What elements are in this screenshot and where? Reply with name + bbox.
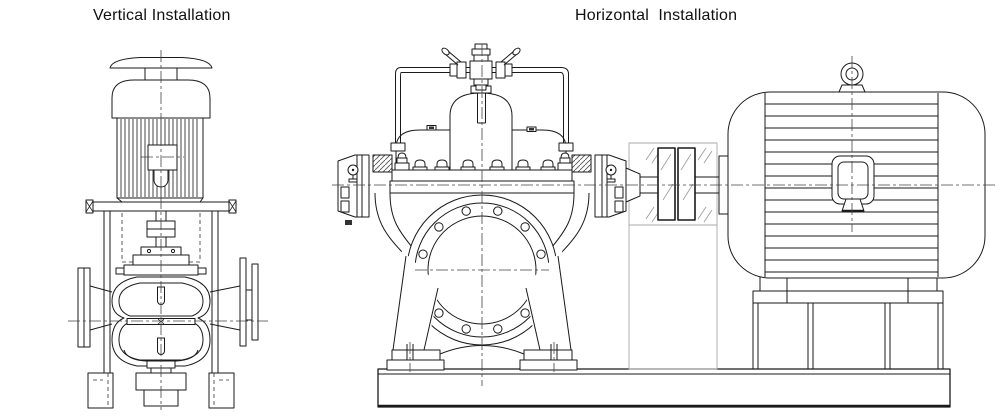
bearing-housing-left xyxy=(337,154,370,225)
motor-terminal-box xyxy=(831,155,875,213)
shaft-coupling xyxy=(625,147,719,223)
vent-valve-cross xyxy=(441,43,521,91)
packing-gland-left xyxy=(372,154,393,173)
vertical-discharge-flange xyxy=(209,257,259,347)
vertical-pump-casing xyxy=(77,257,259,367)
pump-feet xyxy=(386,342,578,372)
valve-handle-left xyxy=(444,50,462,66)
pump-casing-lower xyxy=(374,192,590,372)
packing-gland-right xyxy=(571,154,592,173)
horizontal-installation-title: Horizontal Installation xyxy=(575,7,738,24)
horizontal-installation-drawing xyxy=(332,43,997,408)
vertical-terminal-box xyxy=(147,144,178,171)
bearing-housing-right xyxy=(594,154,627,218)
vertical-installation-title: Vertical Installation xyxy=(93,7,231,24)
coupling-guard xyxy=(628,142,718,370)
valve-handle-right xyxy=(500,50,518,66)
electric-motor xyxy=(718,62,986,279)
vent-piping xyxy=(390,43,574,152)
vertical-suction-flange xyxy=(77,267,113,348)
baseplate xyxy=(377,368,951,408)
vertical-installation-drawing xyxy=(68,50,268,410)
motor-pedestal xyxy=(752,270,944,369)
